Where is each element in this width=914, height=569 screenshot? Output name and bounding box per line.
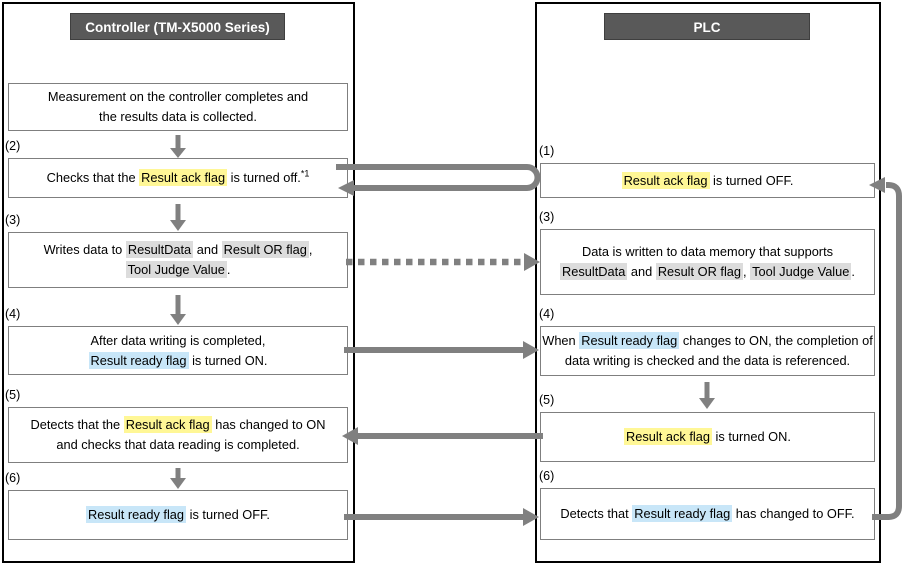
box-line: Data is written to data memory that supp… <box>582 242 833 262</box>
step-number-plc-3: (3) <box>539 210 555 224</box>
u-turn-arrow-icon <box>336 164 541 196</box>
text-segment: has changed to ON <box>211 417 326 432</box>
step-number-plc-5: (5) <box>539 393 555 407</box>
highlight-blue: Result ready flag <box>88 351 189 369</box>
box-line: ResultData and Result OR flag, Tool Judg… <box>560 262 855 282</box>
highlight-gray: Tool Judge Value <box>750 263 852 280</box>
plc-step-ready-on-detected: When Result ready flag changes to ON, th… <box>540 326 875 376</box>
highlight-gray: ResultData <box>125 241 194 258</box>
highlight-gray: Result OR flag <box>655 263 744 280</box>
text-segment: Checks that the <box>46 170 140 185</box>
text-segment: . <box>851 264 855 279</box>
text-segment: and checks that data reading is complete… <box>56 437 300 452</box>
text-segment: Detects that the <box>30 417 124 432</box>
box-line: Result ack flag is turned ON. <box>624 427 791 447</box>
text-segment: When <box>542 333 580 348</box>
text-segment: is turned ON. <box>711 429 791 444</box>
text-segment: and <box>627 264 656 279</box>
text-segment: Data is written to data memory that supp… <box>581 244 834 259</box>
text-segment: Writes data to <box>43 242 126 257</box>
box-line: After data writing is completed, <box>91 331 266 351</box>
box-line: Writes data to ResultData and Result OR … <box>43 240 313 260</box>
controller-header: Controller (TM-X5000 Series) <box>70 13 285 40</box>
step-number-controller-3: (3) <box>5 213 21 227</box>
highlight-gray: ResultData <box>560 263 628 280</box>
highlight-yellow: Result ack flag <box>624 428 712 445</box>
box-line: Result ready flag is turned ON. <box>88 351 268 371</box>
dashed-right-arrow-icon <box>346 253 540 271</box>
box-line: the results data is collected. <box>99 107 257 127</box>
text-segment: is turned OFF. <box>186 507 270 522</box>
highlight-blue: Result ready flag <box>579 332 680 349</box>
text-segment: After data writing is completed, <box>90 332 266 348</box>
text-segment: is turned OFF. <box>709 172 794 188</box>
box-line: Detects that the Result ack flag has cha… <box>30 415 326 435</box>
highlight-yellow: Result ack flag <box>123 416 212 433</box>
highlight-blue: Result ready flag <box>632 505 733 522</box>
highlight-yellow: Result ack flag <box>621 171 710 189</box>
box-line: Measurement on the controller completes … <box>48 87 308 107</box>
right-arrow-icon <box>344 508 539 526</box>
controller-step-write-data: Writes data to ResultData and Result OR … <box>8 232 348 288</box>
controller-step-detect-ack-on: Detects that the Result ack flag has cha… <box>8 407 348 463</box>
step-number-plc-1: (1) <box>539 144 555 158</box>
text-segment: and <box>193 242 222 257</box>
highlight-gray: Tool Judge Value <box>125 261 227 278</box>
step-number-controller-2: (2) <box>5 139 21 153</box>
highlight-blue: Result ready flag <box>86 506 187 523</box>
step-number-plc-6: (6) <box>539 469 555 483</box>
box-line: data writing is checked and the data is … <box>565 351 850 371</box>
text-segment: data writing is checked and the data is … <box>564 353 851 368</box>
text-segment: , <box>743 264 751 279</box>
right-arrow-icon <box>344 341 539 359</box>
plc-step-ack-on: Result ack flag is turned ON. <box>540 412 875 462</box>
footnote-marker: *1 <box>300 168 310 179</box>
box-line: Checks that the Result ack flag is turne… <box>46 168 310 188</box>
step-number-controller-5: (5) <box>5 388 21 402</box>
text-segment: changes to ON, the completion of <box>679 333 873 348</box>
text-segment: the results data is collected. <box>99 109 257 124</box>
box-line: Result ack flag is turned OFF. <box>621 171 794 191</box>
left-arrow-icon <box>342 427 543 445</box>
text-segment: , <box>308 242 313 257</box>
box-line: Detects that Result ready flag has chang… <box>560 504 855 524</box>
plc-step-ack-off: Result ack flag is turned OFF. <box>540 163 875 198</box>
controller-step-measurement: Measurement on the controller completes … <box>8 83 348 131</box>
step-number-controller-4: (4) <box>5 307 21 321</box>
controller-step-ready-off: Result ready flag is turned OFF. <box>8 490 348 540</box>
text-segment: Detects that <box>560 506 633 521</box>
box-line: When Result ready flag changes to ON, th… <box>542 331 873 351</box>
highlight-gray: Result OR flag <box>221 241 309 258</box>
plc-header: PLC <box>604 13 810 40</box>
text-segment: is turned ON. <box>188 352 268 368</box>
controller-step-ready-on: After data writing is completed, Result r… <box>8 326 348 375</box>
text-segment: Measurement on the controller completes … <box>47 89 309 104</box>
highlight-yellow: Result ack flag <box>139 169 228 186</box>
text-segment: is turned off. <box>227 170 301 185</box>
box-line: Result ready flag is turned OFF. <box>86 505 270 525</box>
step-number-controller-6: (6) <box>5 471 21 485</box>
text-segment: . <box>226 262 231 277</box>
box-line: Tool Judge Value. <box>125 260 231 280</box>
box-line: and checks that data reading is complete… <box>56 435 299 455</box>
step-number-plc-4: (4) <box>539 307 555 321</box>
text-segment: has changed to OFF. <box>732 506 855 521</box>
plc-step-data-written: Data is written to data memory that supp… <box>540 229 875 295</box>
plc-step-detect-ready-off: Detects that Result ready flag has chang… <box>540 488 875 540</box>
controller-step-check-ack-off: Checks that the Result ack flag is turne… <box>8 158 348 198</box>
